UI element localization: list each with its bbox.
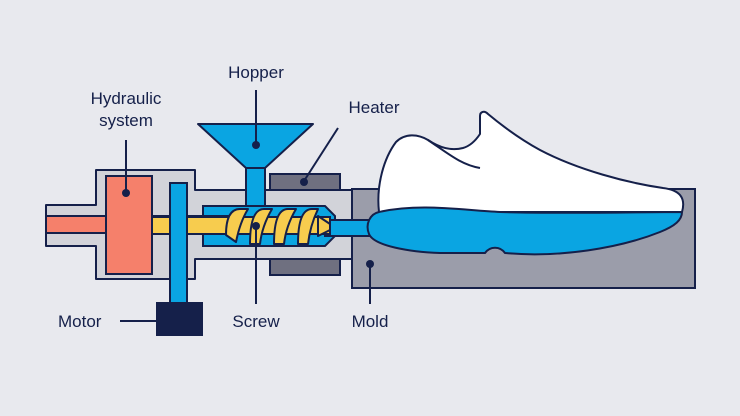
label-mold: Mold bbox=[352, 312, 389, 331]
label-screw: Screw bbox=[232, 312, 280, 331]
screw-thread-icon bbox=[225, 208, 331, 245]
pointer-mold bbox=[366, 260, 374, 304]
shoe-tongue bbox=[427, 139, 481, 169]
shoe-sole bbox=[366, 206, 683, 256]
shoe-upper bbox=[377, 110, 685, 213]
label-heater: Heater bbox=[348, 98, 399, 117]
pointer-screw bbox=[252, 222, 260, 304]
hydraulic-cylinder bbox=[105, 175, 153, 275]
pointer-heater bbox=[300, 127, 339, 186]
pointer-hydraulic bbox=[122, 140, 130, 197]
label-hydraulic-line2: system bbox=[99, 111, 153, 130]
label-hydraulic-line1: Hydraulic bbox=[91, 89, 162, 108]
nozzle-runner bbox=[324, 219, 373, 237]
motor-block bbox=[156, 302, 203, 336]
pointer-hopper bbox=[252, 90, 260, 149]
label-motor: Motor bbox=[58, 312, 102, 331]
motor-shaft bbox=[169, 182, 188, 309]
shoe-icon bbox=[366, 110, 685, 256]
label-hopper: Hopper bbox=[228, 63, 284, 82]
